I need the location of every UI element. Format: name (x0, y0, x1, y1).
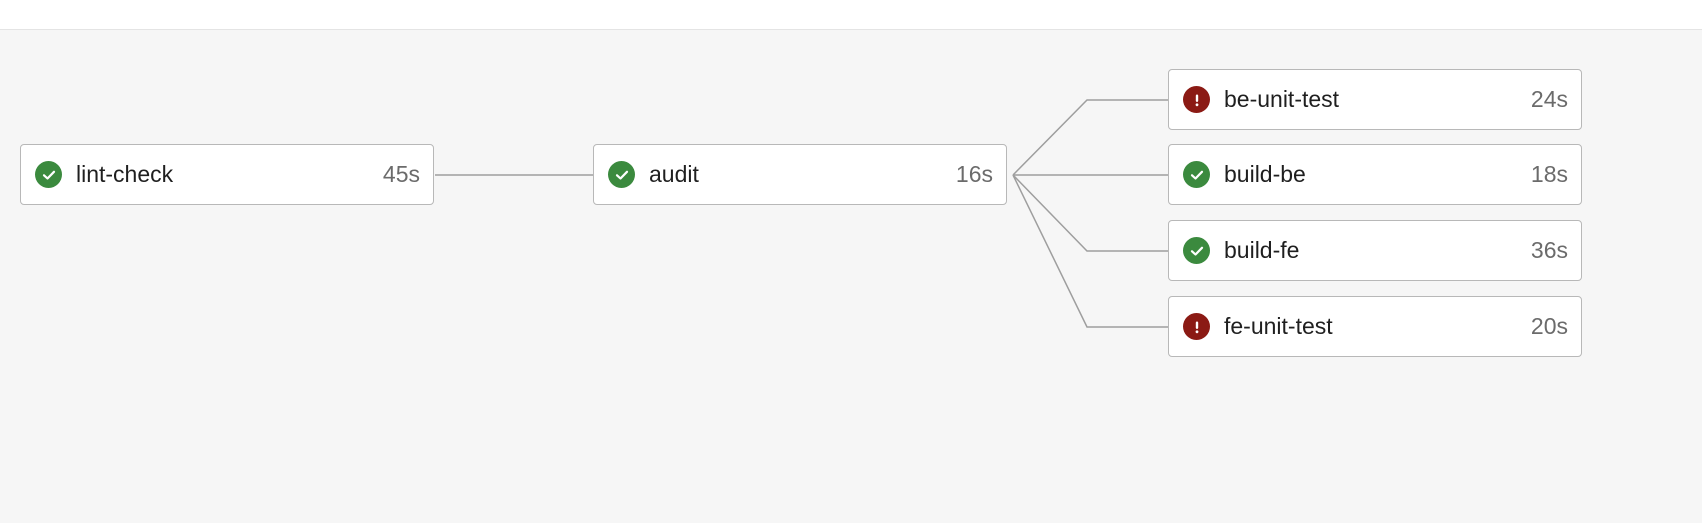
job-duration: 18s (1530, 161, 1568, 187)
check-circle-icon (35, 161, 62, 188)
job-duration: 24s (1530, 86, 1568, 112)
job-audit[interactable]: audit 16s (593, 144, 1007, 205)
job-name: build-fe (1224, 237, 1300, 263)
job-duration: 20s (1530, 313, 1568, 339)
job-duration: 36s (1530, 237, 1568, 263)
exclamation-circle-icon (1183, 86, 1210, 113)
job-fe-unit-test[interactable]: fe-unit-test 20s (1168, 296, 1582, 357)
job-name: build-be (1224, 161, 1306, 187)
top-bar (0, 0, 1702, 30)
check-circle-icon (608, 161, 635, 188)
job-be-unit-test[interactable]: be-unit-test 24s (1168, 69, 1582, 130)
check-circle-icon (1183, 161, 1210, 188)
job-name: audit (649, 161, 699, 187)
check-circle-icon (1183, 237, 1210, 264)
exclamation-circle-icon (1183, 313, 1210, 340)
job-build-be[interactable]: build-be 18s (1168, 144, 1582, 205)
job-name: be-unit-test (1224, 86, 1340, 112)
job-name: lint-check (76, 161, 174, 187)
job-lint-check[interactable]: lint-check 45s (20, 144, 434, 205)
job-name: fe-unit-test (1224, 313, 1333, 339)
job-build-fe[interactable]: build-fe 36s (1168, 220, 1582, 281)
job-duration: 16s (955, 161, 993, 187)
job-duration: 45s (382, 161, 420, 187)
